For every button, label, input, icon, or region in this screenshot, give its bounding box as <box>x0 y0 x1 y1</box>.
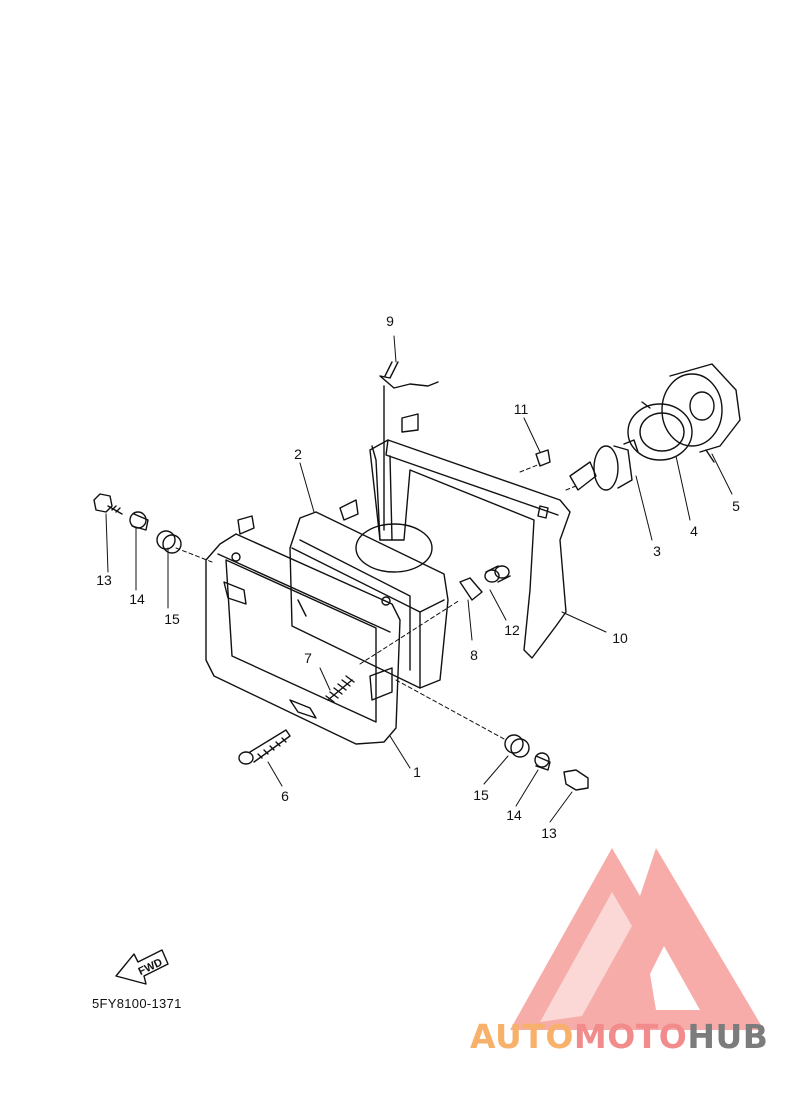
watermark-auto: AUTO <box>470 1017 574 1056</box>
part-3-bulb <box>569 439 639 491</box>
part-1-rim <box>205 515 401 745</box>
label-part-4: 4 <box>690 523 698 539</box>
label-part-8: 8 <box>470 647 478 663</box>
part-10-housing <box>369 413 571 659</box>
diagram-code: 5FY8100-1371 <box>92 996 182 1011</box>
part-5-cover <box>661 363 741 463</box>
watermark-hub: HUB <box>687 1017 769 1056</box>
left-fasteners <box>93 493 182 554</box>
label-part-14-left: 14 <box>129 591 145 607</box>
label-part-9: 9 <box>386 313 394 329</box>
watermark-logo <box>510 848 764 1030</box>
fwd-arrow: FWD <box>115 949 169 985</box>
label-part-11: 11 <box>513 401 529 417</box>
label-part-7: 7 <box>304 650 312 666</box>
watermark-moto: MOTO <box>573 1017 688 1056</box>
label-part-15-left: 15 <box>164 611 180 627</box>
part-7-spring <box>325 675 355 703</box>
label-part-14-right: 14 <box>506 807 522 823</box>
label-part-1: 1 <box>413 764 421 780</box>
label-part-13-right: 13 <box>541 825 557 841</box>
alignment-lines <box>175 463 577 741</box>
label-part-5: 5 <box>732 498 740 514</box>
watermark-text: AUTOMOTOHUB <box>470 1020 768 1053</box>
fwd-label: FWD <box>137 956 165 977</box>
part-9-clip <box>379 361 439 531</box>
label-part-13-left: 13 <box>96 572 112 588</box>
label-part-3: 3 <box>653 543 661 559</box>
part-12-bushing <box>484 565 511 583</box>
label-part-15-right: 15 <box>473 787 489 803</box>
label-part-10: 10 <box>612 630 628 646</box>
part-6-screw <box>238 729 291 765</box>
part-8-nut <box>459 577 483 601</box>
label-part-2: 2 <box>294 446 302 462</box>
right-fasteners <box>504 734 589 791</box>
label-part-6: 6 <box>281 788 289 804</box>
leader-lines <box>105 335 733 823</box>
label-part-12: 12 <box>504 622 520 638</box>
part-11-bulb <box>535 449 551 467</box>
part-4-ring <box>627 401 693 461</box>
part-2-lens <box>289 499 449 689</box>
